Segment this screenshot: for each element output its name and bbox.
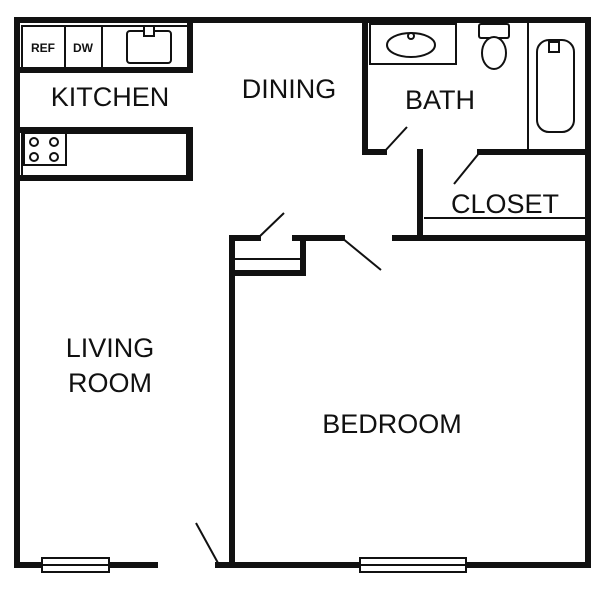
kitchen-lower-counter [21, 132, 188, 177]
kitchen-sink-icon [126, 25, 172, 64]
window-icon [359, 557, 467, 573]
room-label-bedroom: BEDROOM [322, 409, 462, 439]
room-label-closet: CLOSET [451, 189, 559, 219]
kitchen-upper-counter [21, 25, 189, 69]
interior-walls [17, 19, 591, 568]
toilet-icon [478, 23, 510, 70]
bathroom-sink-icon [386, 32, 436, 58]
room-label-bath: BATH [405, 85, 475, 115]
door-swing-icon [195, 126, 481, 564]
stove-icon [23, 132, 67, 166]
refrigerator-label: REF [31, 41, 55, 55]
dishwasher-label: DW [73, 41, 94, 55]
room-label-living-line2: ROOM [68, 368, 152, 398]
bathtub-icon [527, 22, 575, 150]
room-label-living-line1: LIVING [66, 333, 155, 363]
room-label-dining: DINING [242, 74, 337, 104]
room-label-kitchen: KITCHEN [51, 82, 170, 112]
bath-vanity [369, 23, 457, 65]
window-icon [41, 557, 110, 573]
